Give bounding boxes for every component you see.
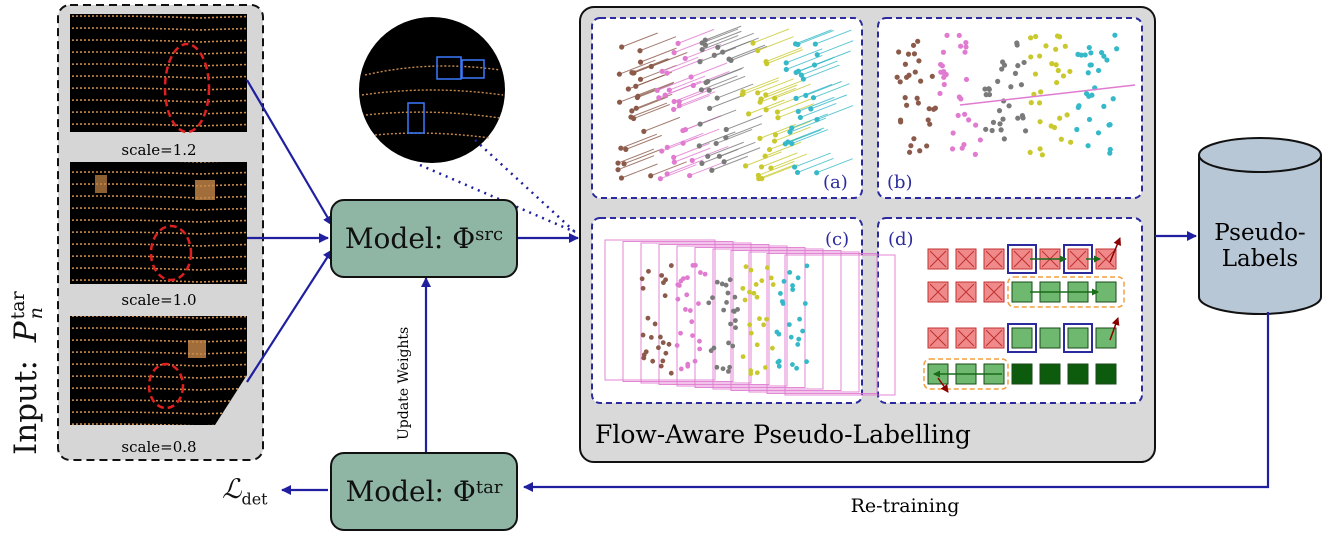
input-symbol: P (8, 321, 44, 343)
pseudo-labels-line1: Pseudo- (1214, 220, 1305, 246)
model-src-label: Model: (344, 222, 444, 255)
model-tar-label: Model: (345, 475, 444, 508)
point-cloud-flow-b (894, 32, 1136, 158)
highlight-ellipse-1 (163, 42, 211, 134)
update-weights-label: Update Weights (396, 327, 412, 440)
zoom-inset (359, 17, 505, 163)
point-cloud-flow-a (615, 25, 854, 182)
model-tar-symbol: Φ (452, 475, 476, 508)
track-grid-d (923, 237, 1125, 393)
scale-label-3: scale=0.8 (121, 438, 196, 456)
scale-label-1: scale=1.2 (121, 141, 196, 159)
subpanel-b-label: (b) (887, 172, 913, 193)
model-tar-superscript: tar (475, 477, 503, 498)
arrow-scan3-to-model (246, 249, 333, 383)
subpanel-a-label: (a) (823, 172, 848, 193)
highlight-ellipse-2 (149, 224, 193, 282)
zoom-link-2 (419, 163, 576, 234)
model-src-symbol: Φ (452, 222, 476, 255)
subpanel-c (591, 217, 863, 404)
highlight-ellipse-3 (147, 362, 185, 410)
lidar-scan-1 (70, 14, 247, 134)
subpanel-c-label: (c) (825, 229, 849, 250)
model-src-superscript: src (475, 224, 504, 245)
zoom-link-1 (474, 139, 576, 233)
flow-panel-title: Flow-Aware Pseudo-Labelling (595, 420, 971, 449)
point-cloud-boxes-c (604, 239, 896, 396)
arrow-retraining (523, 312, 1270, 492)
input-subscript: n (24, 307, 47, 320)
arrow-scan1-to-model (246, 79, 333, 226)
lidar-scan-3 (70, 316, 247, 425)
scale-label-2: scale=1.0 (121, 291, 196, 309)
loss-subscript: det (241, 489, 268, 509)
subpanel-d-label: (d) (888, 229, 914, 250)
lidar-scan-2 (70, 162, 247, 284)
loss-label: ℒdet (222, 474, 268, 508)
input-label-text: Input: (8, 360, 44, 455)
loss-symbol: ℒ (222, 474, 242, 505)
pseudo-labels-line2: Labels (1222, 246, 1298, 272)
pseudo-labels-cylinder (1198, 137, 1322, 315)
retraining-label: Re-training (851, 495, 960, 517)
